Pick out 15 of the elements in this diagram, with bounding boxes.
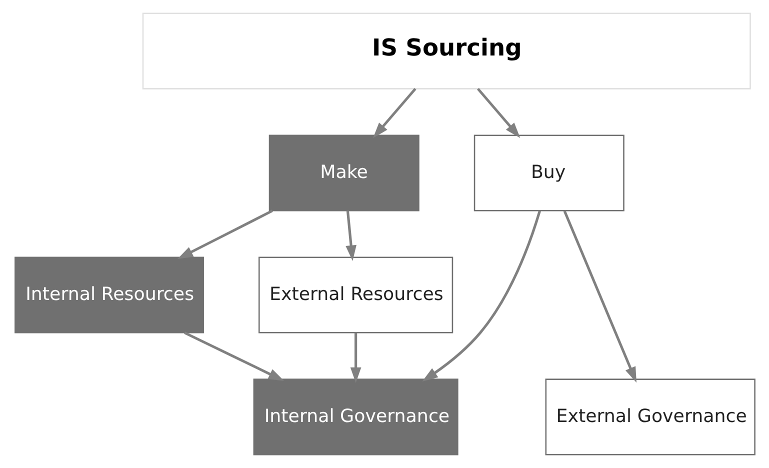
node-box: Make bbox=[268, 134, 419, 212]
node-box: Internal Governance bbox=[252, 378, 458, 456]
node-box: Internal Resources bbox=[14, 256, 204, 334]
arrow bbox=[176, 210, 272, 260]
arrow bbox=[372, 88, 416, 138]
node-box: External Governance bbox=[544, 378, 755, 456]
arrow bbox=[345, 210, 356, 261]
arrow bbox=[562, 210, 636, 383]
arrow bbox=[476, 88, 520, 138]
arrow bbox=[350, 332, 361, 383]
node-box: Buy bbox=[473, 134, 624, 212]
arrow bbox=[422, 210, 541, 382]
node-box: IS Sourcing bbox=[142, 12, 750, 90]
arrow bbox=[184, 332, 284, 381]
node-box: External Resources bbox=[258, 256, 453, 334]
